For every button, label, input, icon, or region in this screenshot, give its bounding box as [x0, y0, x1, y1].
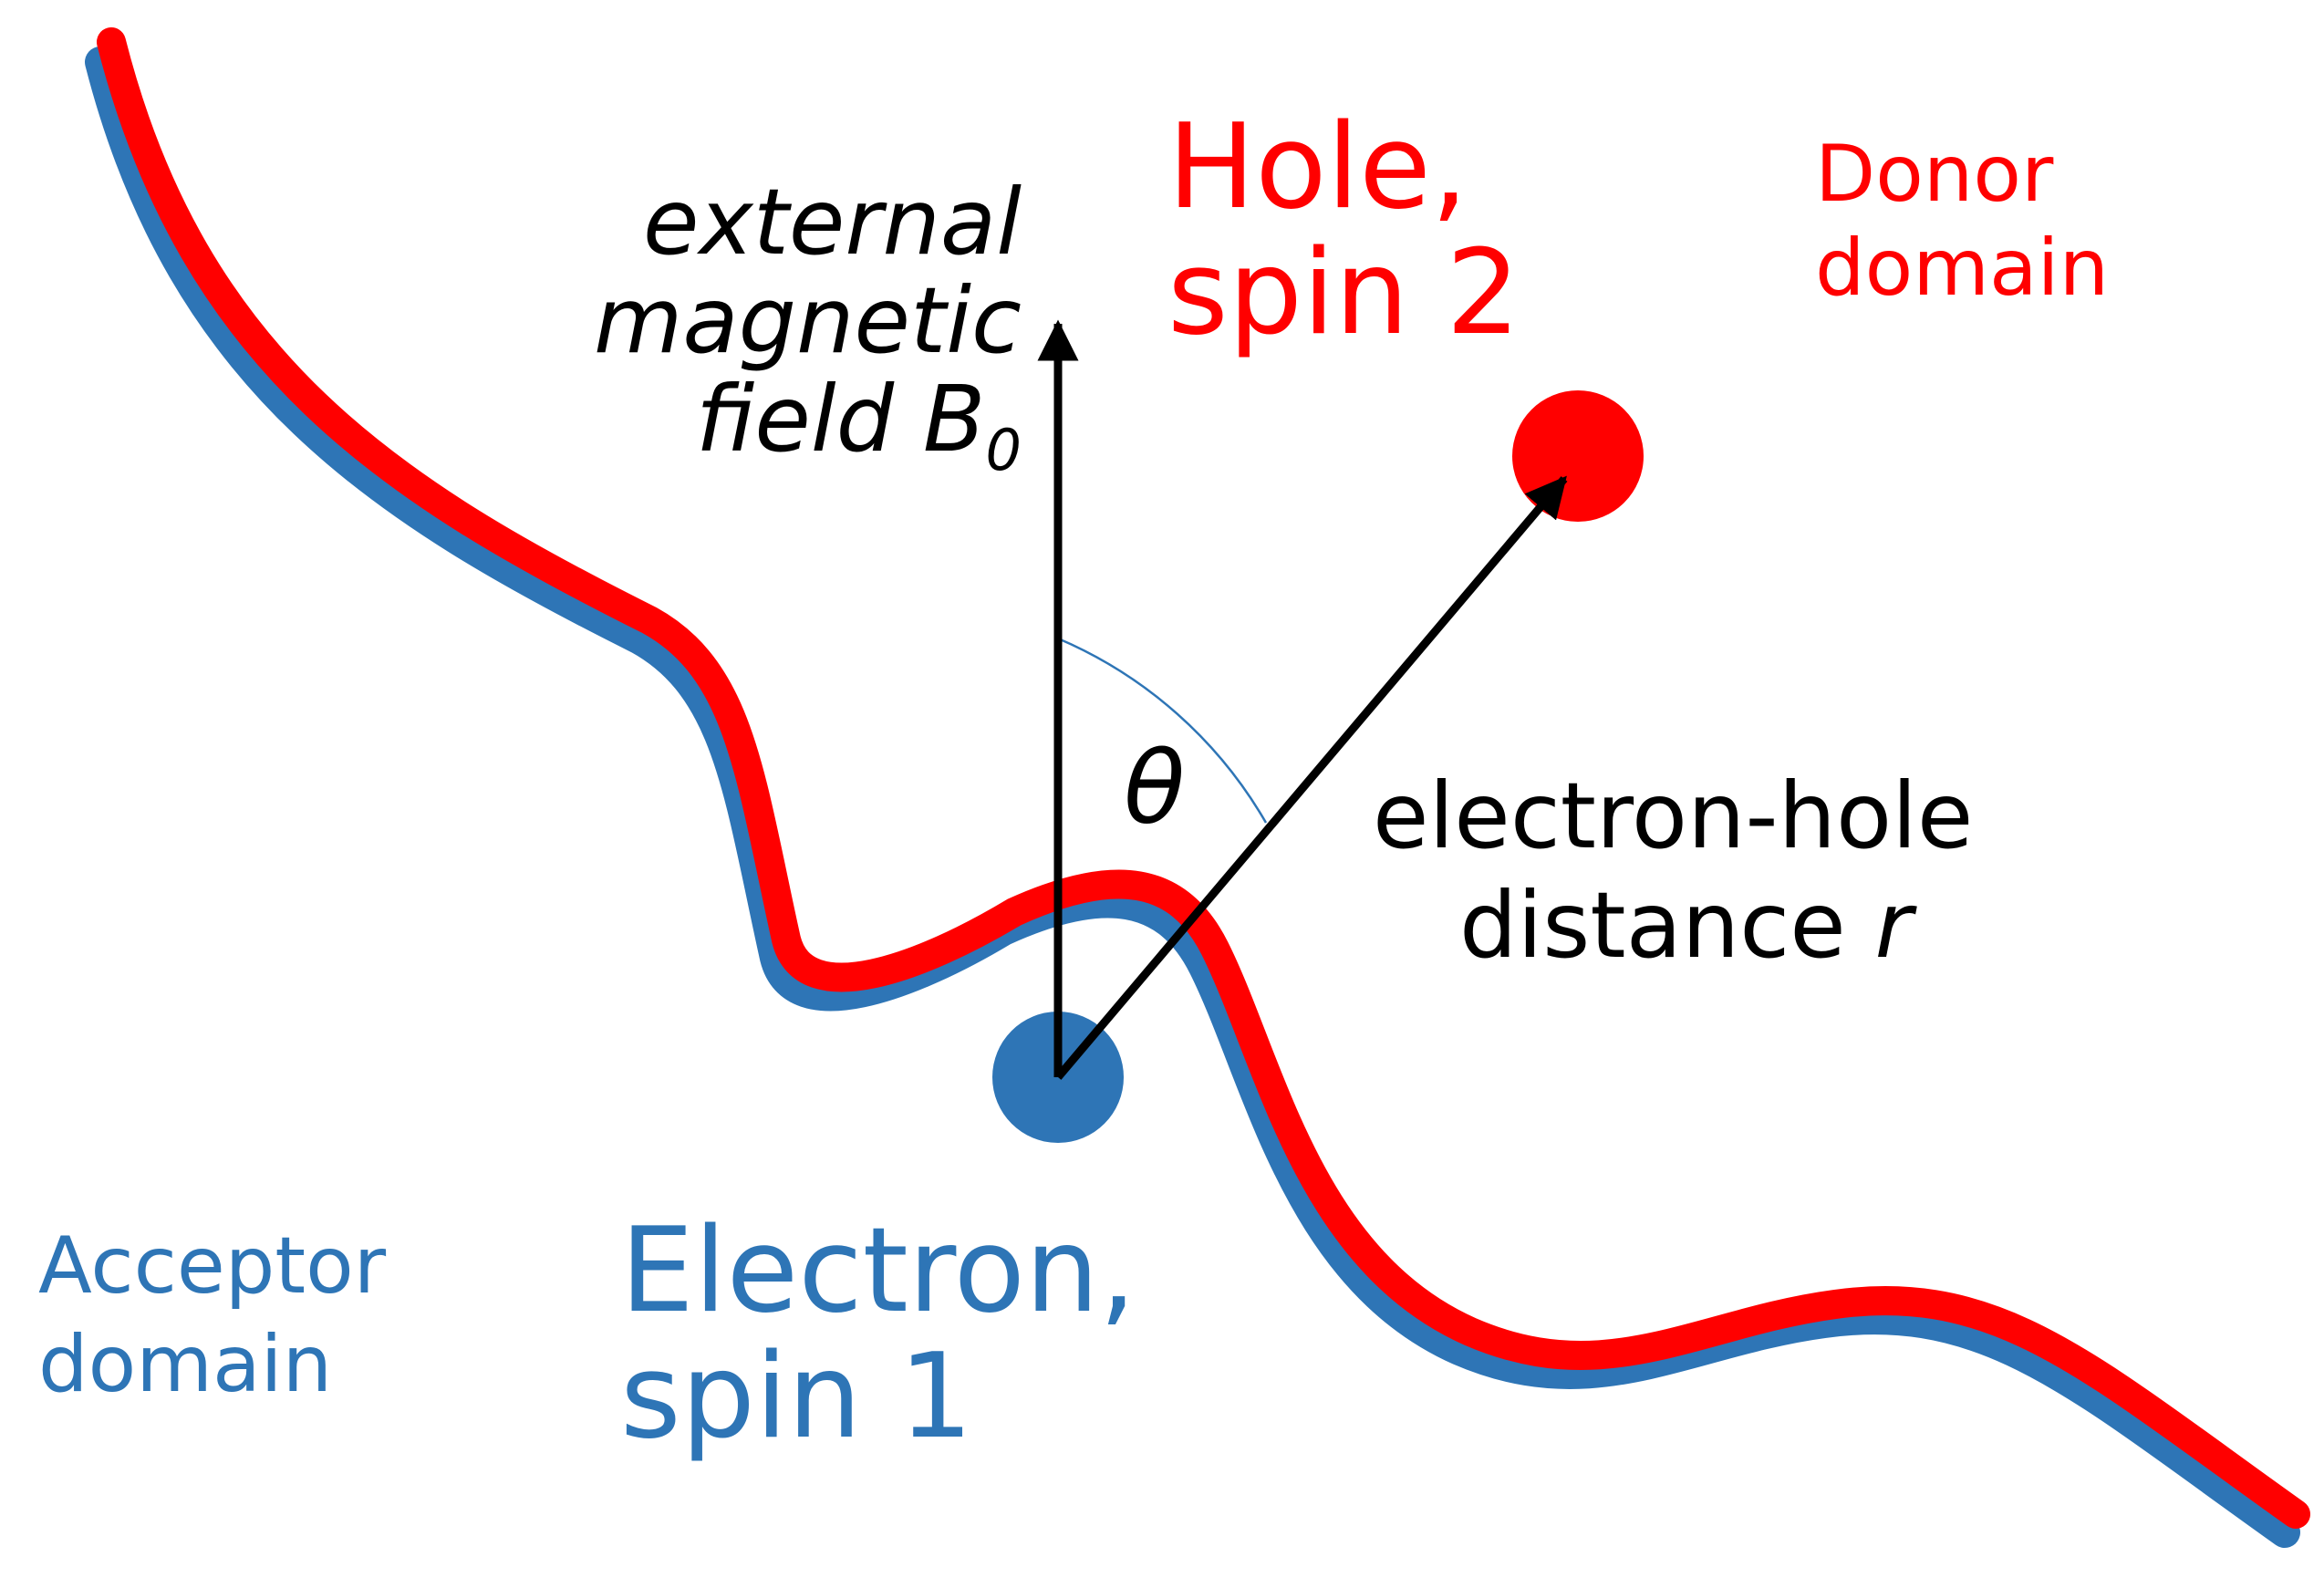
field-label-line3: field B0 — [438, 370, 1022, 482]
hole-dot — [1512, 390, 1644, 522]
distance-label-text: distance — [1459, 872, 1875, 979]
field-label: external magnetic field B0 — [438, 173, 1022, 482]
field-label-subscript: 0 — [985, 417, 1022, 483]
acceptor-domain-label: Acceptor domain — [38, 1218, 386, 1414]
field-label-text: field B — [695, 366, 986, 472]
distance-symbol: r — [1874, 872, 1913, 979]
donor-domain-label: Donor domain — [1815, 128, 2109, 316]
distance-arrow — [1054, 475, 1568, 1080]
donor-domain-line1: Donor — [1815, 129, 2054, 220]
interface-donor-band — [97, 27, 2310, 1529]
hole-label-line1: Hole, — [1167, 99, 1468, 235]
electron-label-line1: Electron, — [620, 1203, 1136, 1339]
hole-label: Hole, spin 2 — [1167, 99, 1520, 362]
angle-arc — [1057, 637, 1268, 824]
electron-label: Electron, spin 1 — [620, 1203, 1136, 1466]
distance-label-line1: electron-hole — [1373, 763, 1974, 869]
theta-label: θ — [1124, 730, 1186, 846]
acceptor-domain-line2: domain — [38, 1318, 333, 1410]
distance-label: electron-hole distance r — [1373, 762, 1973, 981]
electron-label-line2: spin 1 — [620, 1329, 973, 1466]
interface-acceptor-band — [85, 47, 2300, 1548]
field-label-line1: external — [643, 169, 1022, 275]
field-label-line2: magnetic — [593, 267, 1022, 374]
hole-label-line2: spin 2 — [1167, 225, 1520, 362]
distance-label-line2: distance r — [1373, 871, 1973, 981]
donor-domain-line2: domain — [1815, 223, 2110, 315]
acceptor-domain-line1: Acceptor — [38, 1220, 387, 1312]
